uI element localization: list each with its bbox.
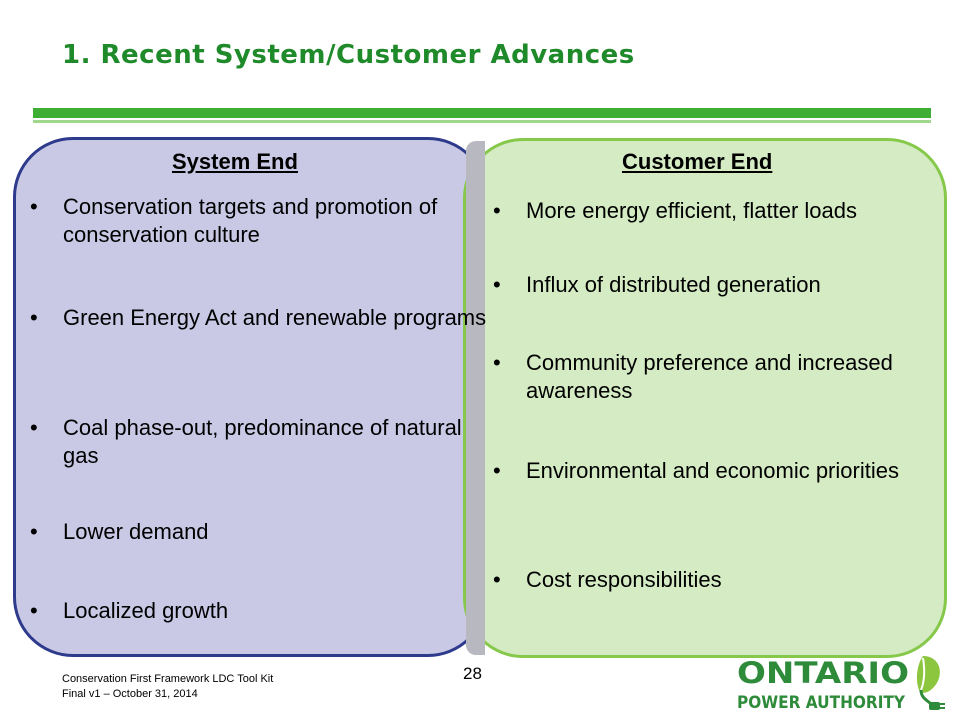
bullet-icon: • (493, 350, 501, 375)
list-item: • Coal phase-out, predominance of natura… (30, 414, 493, 470)
list-item-text: Green Energy Act and renewable programs (63, 305, 487, 330)
title-divider (33, 108, 931, 118)
customer-end-panel (463, 138, 947, 658)
list-item: • Green Energy Act and renewable program… (30, 304, 493, 332)
ontario-power-authority-logo: ONTARIO POWER AUTHORITY (737, 656, 945, 713)
list-item: • Lower demand (30, 518, 493, 546)
list-item: • Cost responsibilities (493, 566, 960, 594)
title-divider-accent (33, 120, 931, 123)
list-item-text: More energy efficient, flatter loads (526, 198, 857, 223)
bullet-icon: • (30, 519, 38, 544)
list-item: • Community preference and increased awa… (493, 349, 926, 405)
footer-line-title: Conservation First Framework LDC Tool Ki… (62, 673, 274, 685)
bullet-icon: • (30, 305, 38, 330)
list-item-text: Coal phase-out, predominance of natural … (63, 415, 462, 468)
system-end-panel (13, 137, 488, 657)
list-item: • More energy efficient, flatter loads (493, 197, 960, 225)
bullet-icon: • (30, 598, 38, 623)
footer-line-version: Final v1 – October 31, 2014 (62, 688, 198, 700)
footer-note: Conservation First Framework LDC Tool Ki… (62, 672, 273, 702)
slide-title: 1. Recent System/Customer Advances (62, 40, 635, 70)
list-item-text: Environmental and economic priorities (526, 458, 899, 483)
system-end-heading: System End (172, 149, 298, 174)
list-item: • Localized growth (30, 597, 493, 625)
page-number: 28 (463, 664, 482, 683)
bullet-icon: • (493, 567, 501, 592)
list-item-text: Lower demand (63, 519, 209, 544)
list-item-text: Influx of distributed generation (526, 272, 821, 297)
list-item: • Environmental and economic priorities (493, 457, 926, 485)
logo-wordmark-top: ONTARIO (737, 656, 909, 690)
customer-end-heading: Customer End (622, 149, 773, 174)
list-item: • Influx of distributed generation (493, 271, 960, 299)
logo-wordmark-bottom: POWER AUTHORITY (737, 693, 906, 713)
list-item-text: Cost responsibilities (526, 567, 722, 592)
bullet-icon: • (493, 458, 501, 483)
leaf-plug-icon (916, 656, 945, 710)
list-item-text: Conservation targets and promotion of co… (63, 194, 438, 247)
bullet-icon: • (493, 198, 501, 223)
list-item-text: Community preference and increased aware… (526, 350, 893, 403)
list-item: • Conservation targets and promotion of … (30, 193, 493, 249)
list-item-text: Localized growth (63, 598, 229, 623)
bullet-icon: • (493, 272, 501, 297)
bullet-icon: • (30, 415, 38, 440)
bullet-icon: • (30, 194, 38, 219)
panel-overlap-region (466, 141, 485, 655)
